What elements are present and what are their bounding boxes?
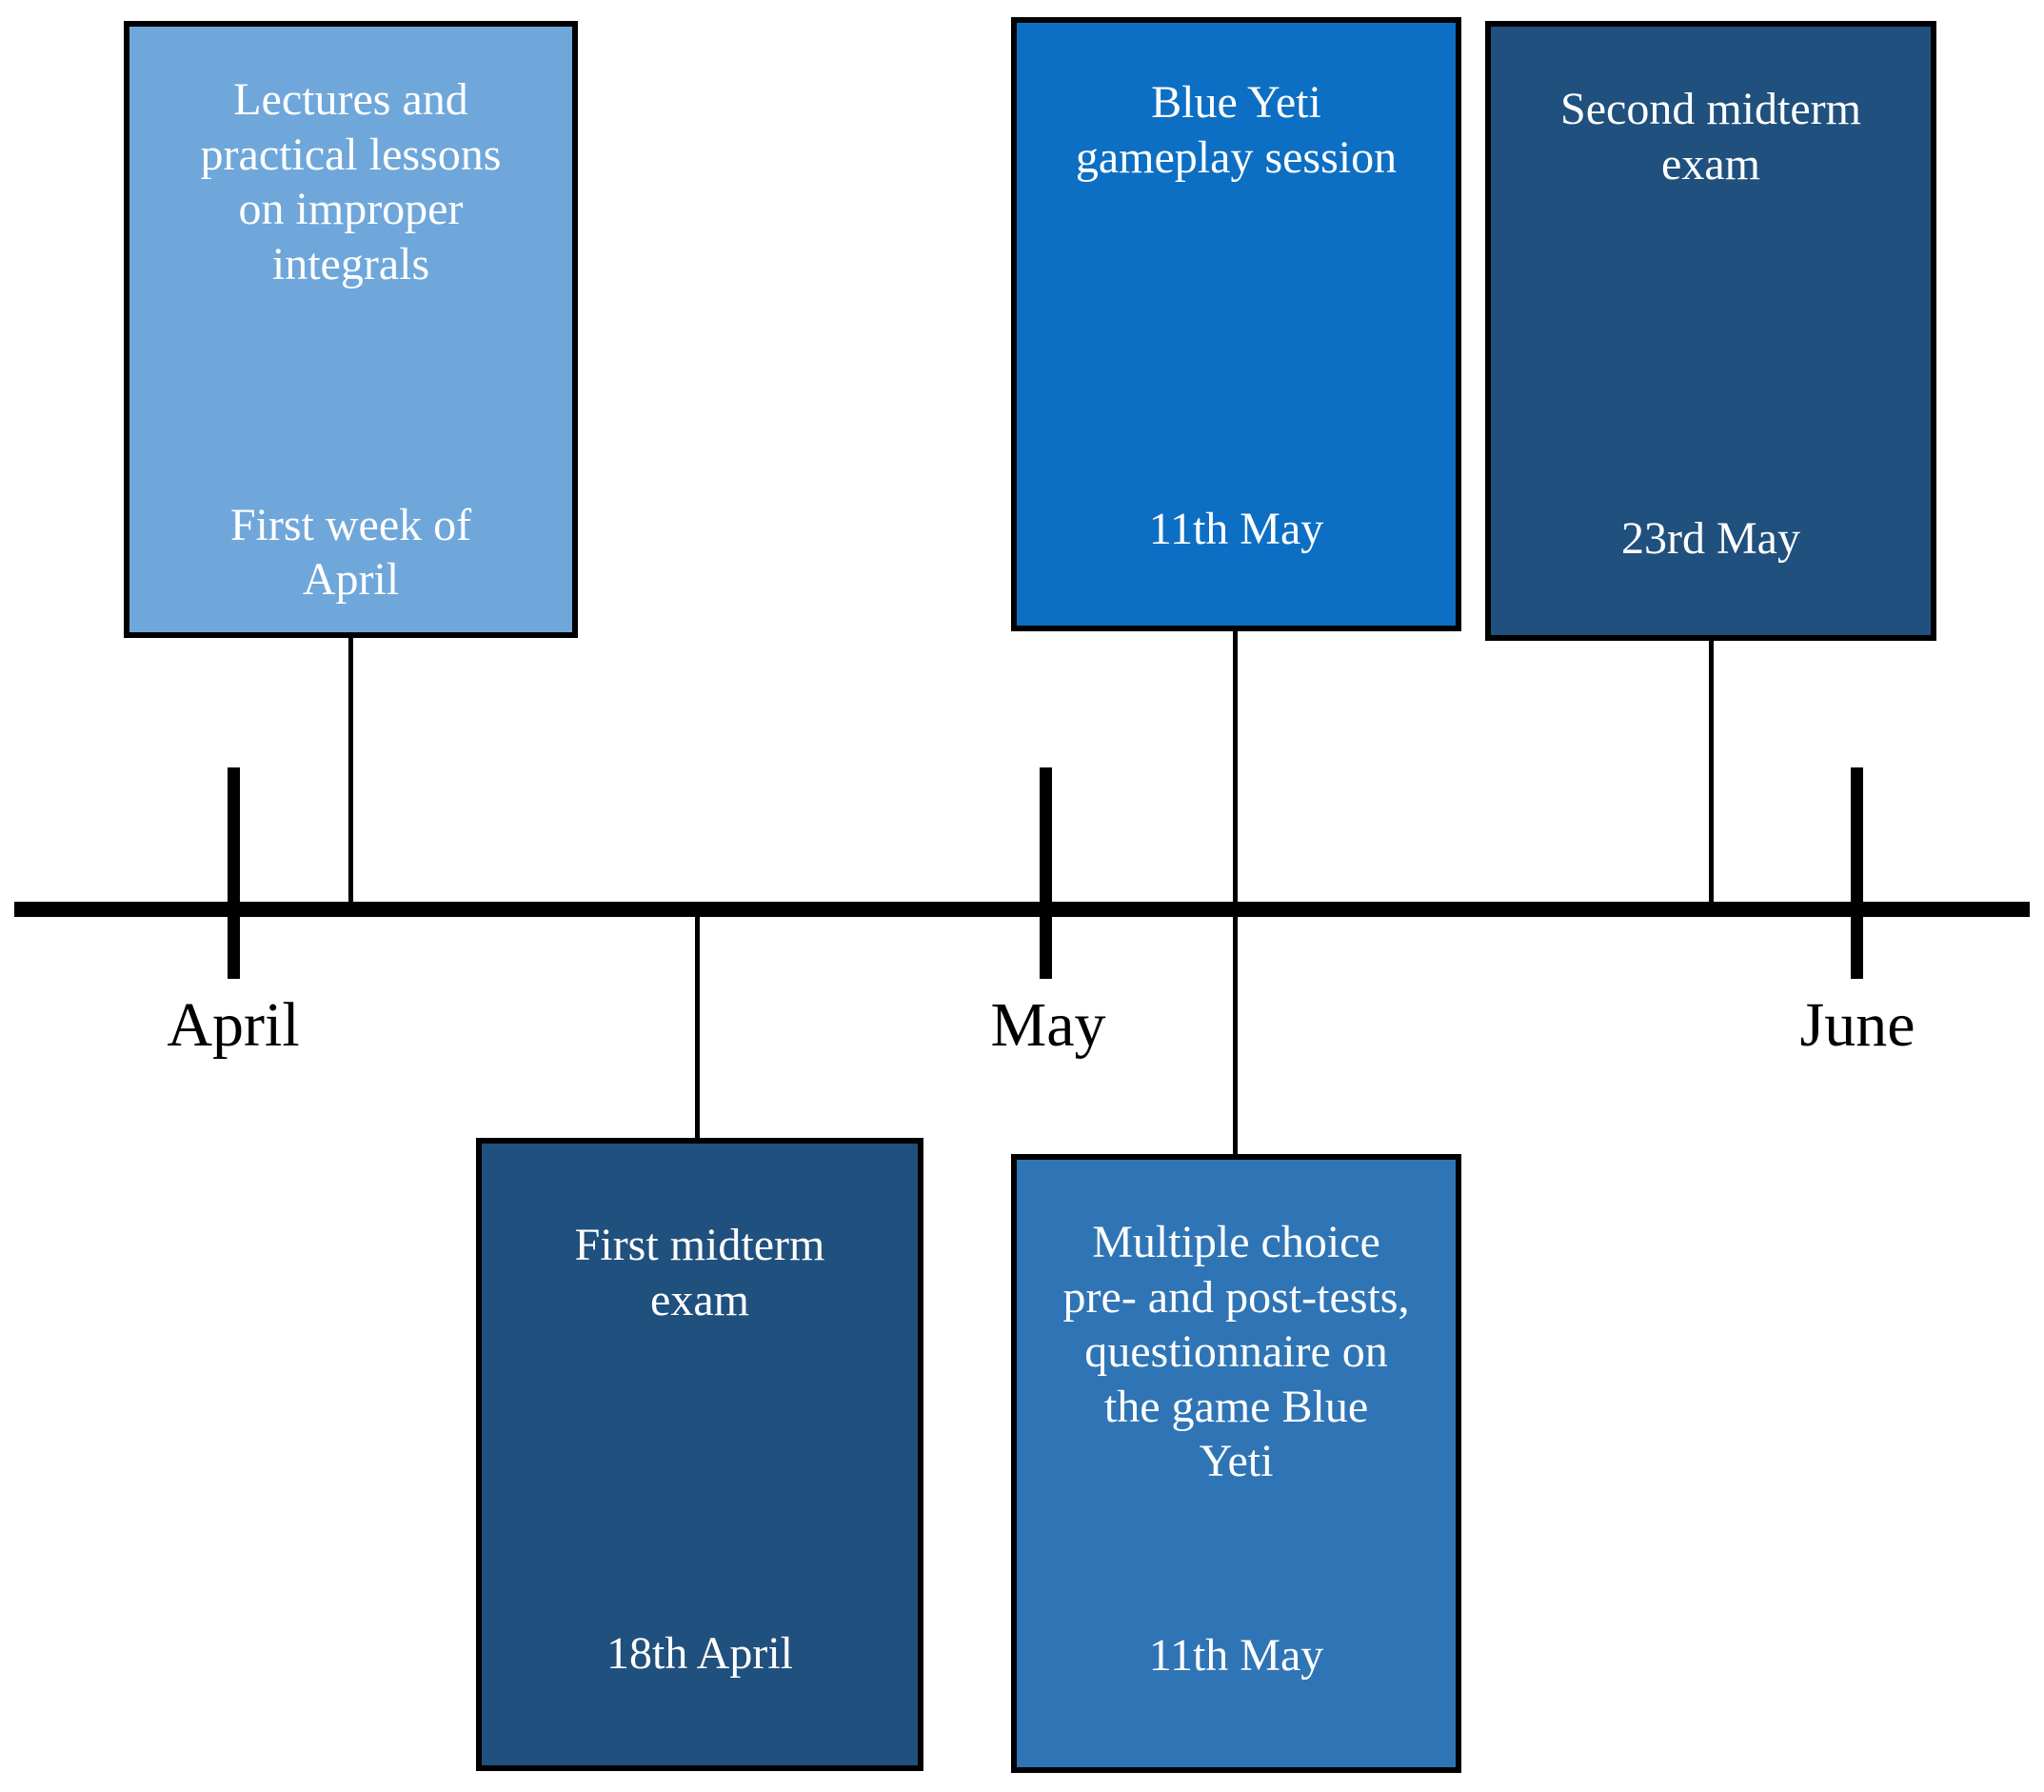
month-label-may: May: [990, 990, 1106, 1060]
connector-first-midterm: [695, 906, 700, 1142]
event-date-second-midterm: 23rd May: [1621, 513, 1800, 565]
connector-second-midterm: [1709, 635, 1714, 906]
event-title-blue-yeti-gameplay: Blue Yeti gameplay session: [1075, 77, 1398, 183]
connector-lectures: [348, 632, 353, 906]
event-title-second-midterm: Second midterm exam: [1560, 84, 1861, 189]
event-box-pre-post-tests: Multiple choice pre- and post-tests, que…: [1011, 1154, 1461, 1773]
tick-june: [1851, 767, 1863, 979]
event-box-lectures: Lectures and practical lessons on improp…: [124, 21, 578, 638]
event-box-second-midterm: Second midterm exam 23rd May: [1485, 21, 1936, 641]
event-title-pre-post-tests: Multiple choice pre- and post-tests, que…: [1062, 1217, 1410, 1487]
month-label-april: April: [167, 990, 300, 1060]
tick-april: [228, 767, 240, 979]
event-title-first-midterm: First midterm exam: [574, 1220, 825, 1325]
tick-may: [1040, 767, 1052, 979]
connector-blue-yeti: [1233, 625, 1238, 1158]
event-box-blue-yeti-gameplay: Blue Yeti gameplay session 11th May: [1011, 17, 1461, 631]
timeline-axis: [14, 902, 2030, 917]
event-box-first-midterm: First midterm exam 18th April: [476, 1138, 923, 1771]
event-date-blue-yeti-gameplay: 11th May: [1148, 504, 1324, 555]
month-label-june: June: [1799, 990, 1915, 1060]
event-title-lectures: Lectures and practical lessons on improp…: [200, 74, 502, 289]
event-date-first-midterm: 18th April: [605, 1628, 793, 1680]
event-date-pre-post-tests: 11th May: [1148, 1630, 1324, 1682]
event-date-lectures: First week of April: [229, 499, 472, 606]
